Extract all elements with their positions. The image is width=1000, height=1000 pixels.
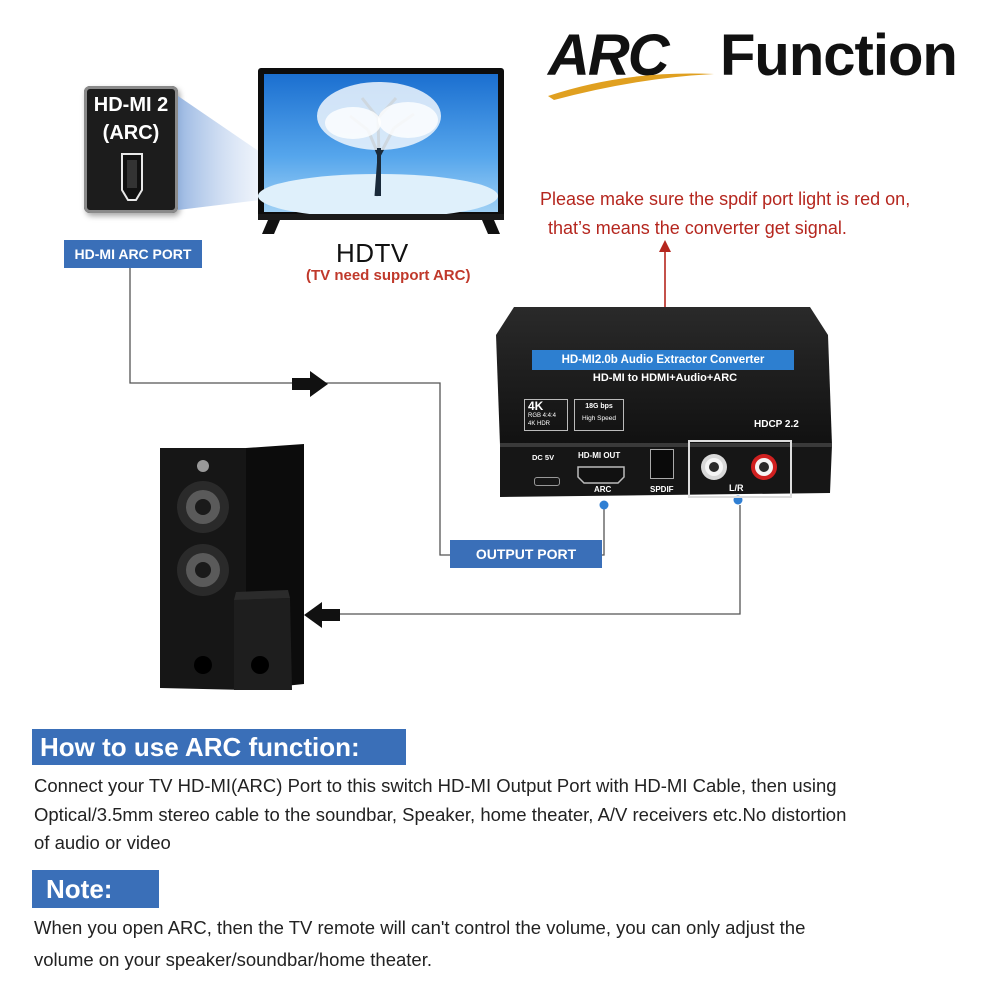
converter-subtitle: HD-MI to HDMI+Audio+ARC [592, 372, 738, 384]
note-line-2: volume on your speaker/soundbar/home the… [34, 949, 432, 970]
howto-text: Connect your TV HD-MI(ARC) Port to this … [34, 772, 984, 858]
spdif-port [650, 449, 674, 479]
note-line-2: that’s means the converter get signal. [548, 218, 847, 238]
badge-speed2-text: High Speed [582, 415, 616, 422]
howto-line-1: Connect your TV HD-MI(ARC) Port to this … [34, 775, 837, 796]
title-function: Function [720, 23, 958, 88]
hdmi-arc-port-callout: HD-MI 2 (ARC) [84, 86, 178, 213]
right-arrow-icon [292, 371, 328, 397]
port-label-1: HD-MI 2 [93, 94, 169, 116]
note-line-1: Please make sure the spdif port light is… [540, 189, 911, 209]
badge-4k-text: 4K [528, 399, 544, 413]
howto-line-2: Optical/3.5mm stereo cable to the soundb… [34, 803, 847, 825]
left-arrow-icon [304, 602, 340, 628]
port-label-2: (ARC) [102, 122, 160, 144]
swoosh-logo [548, 73, 714, 100]
arc-label: ARC [594, 485, 612, 494]
hdtv-image [258, 68, 504, 234]
converter-device: HD-MI2.0b Audio Extractor Converter HD-M… [492, 305, 832, 505]
output-port-tag: OUTPUT PORT [450, 540, 602, 568]
page-title: ARC Function [548, 22, 978, 100]
rca-left-port [701, 454, 727, 480]
hdtv-label: HDTV [336, 238, 409, 268]
badge-speed-text: 18G bps [585, 403, 613, 410]
note-text: When you open ARC, then the TV remote wi… [34, 912, 984, 976]
hdmi-out-port [577, 466, 625, 484]
rca-frame [688, 440, 792, 498]
hdcp-label: HDCP 2.2 [754, 419, 799, 430]
spdif-label: SPDIF [650, 485, 674, 494]
4k-badge: 4K RGB 4:4:4 4K HDR [524, 399, 568, 431]
lr-label: L/R [729, 483, 744, 493]
rca-right-port [751, 454, 777, 480]
note-heading: Note: [32, 870, 159, 908]
port-beam [178, 96, 260, 210]
howto-line-3: of audio or video [34, 832, 171, 853]
converter-title: HD-MI2.0b Audio Extractor Converter [532, 350, 794, 370]
hdmi-port-icon [121, 153, 143, 201]
dc-port [534, 477, 560, 486]
spdif-light-note: Please make sure the spdif port light is… [540, 185, 980, 243]
dc-label: DC 5V [532, 453, 555, 462]
tv-arc-note: (TV need support ARC) [306, 267, 471, 284]
arc-port-tag: HD-MI ARC PORT [64, 240, 202, 268]
note-line-1: When you open ARC, then the TV remote wi… [34, 917, 806, 938]
hdmi-out-label: HD-MI OUT [578, 451, 621, 460]
badge-hdr-text: 4K HDR [528, 421, 551, 427]
badge-rgb-text: RGB 4:4:4 [528, 413, 557, 419]
speed-badge: 18G bps High Speed [574, 399, 624, 431]
howto-heading: How to use ARC function: [32, 729, 406, 765]
speaker-image [160, 444, 304, 690]
